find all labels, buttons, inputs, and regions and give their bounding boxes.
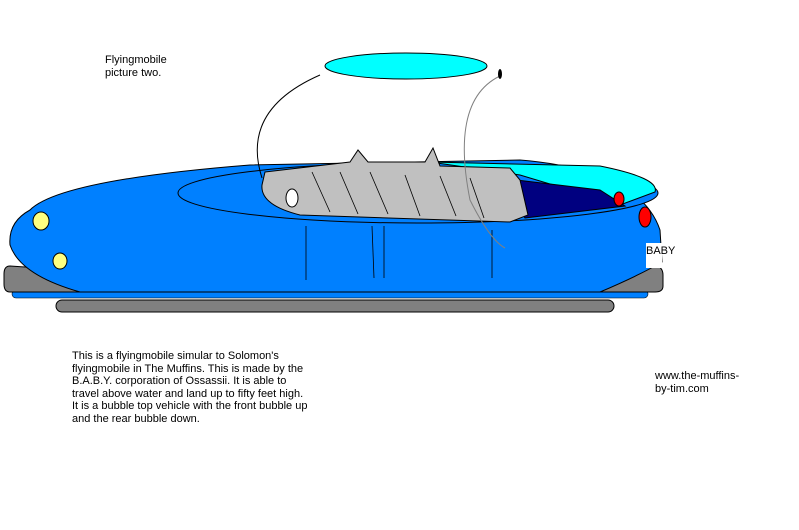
description-line: This is a flyingmobile simular to Solomo… [72,350,279,362]
headlight-rear-bottom [52,252,68,270]
title-line-2: picture two. [105,66,162,79]
front-bubble [324,52,488,80]
website: www.the-muffins- by-tim.com [655,370,739,395]
tail-light-2 [638,206,652,228]
lower-skid [55,299,615,313]
description-line: and the rear bubble down. [72,412,200,425]
website-line-1: www.the-muffins- [655,370,740,382]
website-line-2: by-tim.com [655,382,709,395]
description-line: travel above water and land up to fifty … [72,387,304,400]
bubble-arm-2 [463,75,506,249]
license-plate: BABY [646,245,676,257]
picture-title: Flyingmobile picture two. [105,54,167,79]
title-line-1: Flyingmobile [105,54,167,66]
passenger-eye [285,188,299,208]
plate-bg [646,243,662,268]
hinge [498,69,502,79]
description-line: It is a bubble top vehicle with the fron… [72,400,308,412]
headlight-rear-top [32,211,50,231]
description: This is a flyingmobile simular to Solomo… [72,350,332,425]
passenger [261,146,529,223]
description-line: B.A.B.Y. corporation of Ossassii. It is … [72,375,287,387]
bubble-arm [256,74,321,179]
description-line: flyingmobile in The Muffins. This is mad… [72,362,304,375]
tail-light-1 [613,191,625,207]
